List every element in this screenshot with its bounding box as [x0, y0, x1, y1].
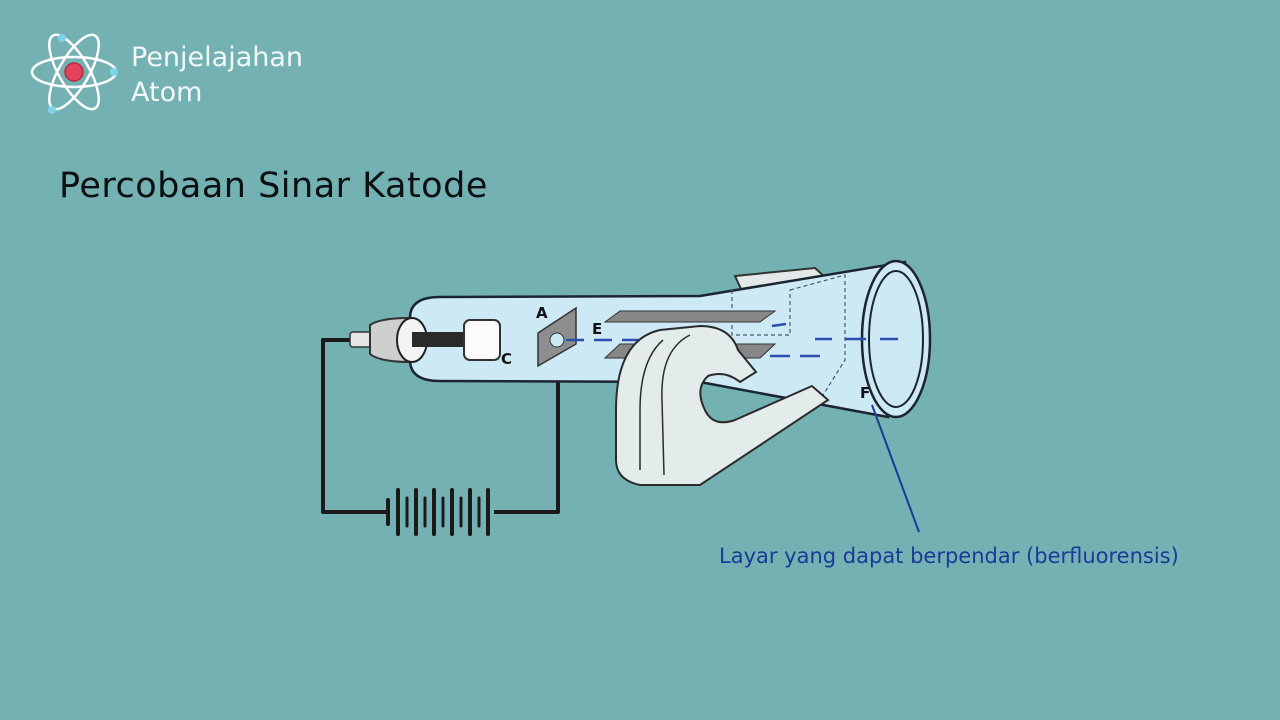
cathode-rod	[412, 332, 470, 347]
screen-caption: Layar yang dapat berpendar (berfluorensi…	[719, 544, 1179, 568]
electron-beam	[566, 322, 898, 358]
battery-icon	[386, 488, 490, 536]
label-F: F	[860, 384, 870, 402]
brand-line-1: Penjelajahan	[131, 42, 304, 73]
brand-line-2: Atom	[131, 77, 203, 108]
circuit-wire	[321, 338, 560, 514]
cathode-C	[463, 319, 501, 361]
magnet-front	[615, 324, 830, 486]
atom-logo-icon	[30, 33, 118, 114]
label-E: E	[592, 320, 602, 338]
cathode-pin	[349, 331, 373, 348]
label-A: A	[536, 304, 548, 322]
label-C: C	[501, 350, 512, 368]
caption-pointer-line	[871, 404, 920, 533]
page-title: Percobaan Sinar Katode	[59, 166, 488, 206]
deflection-plate-top	[603, 310, 777, 323]
brand-name: Penjelajahan Atom	[131, 40, 303, 110]
